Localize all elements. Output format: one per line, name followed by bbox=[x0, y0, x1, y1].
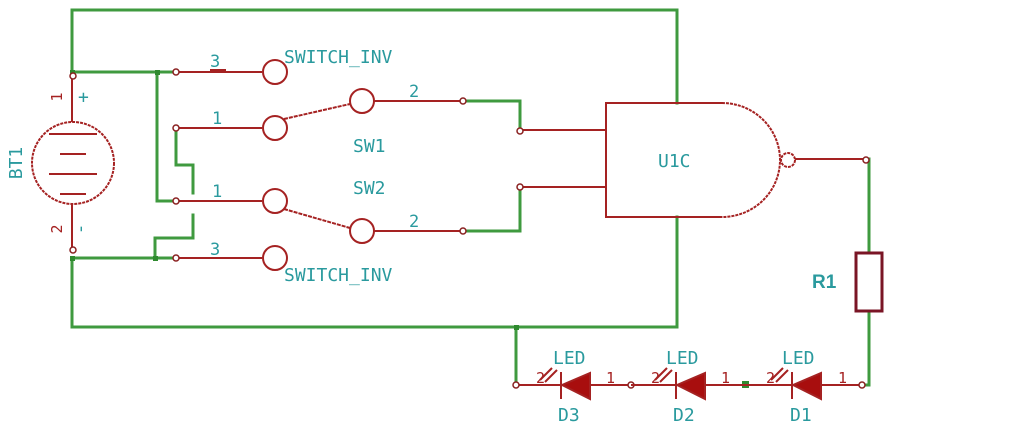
pin-terminal[interactable] bbox=[172, 254, 180, 262]
battery-pin-minus-number: 2 bbox=[48, 224, 66, 233]
led-pin-cathode: 1 bbox=[721, 369, 730, 387]
pin-terminal[interactable] bbox=[512, 381, 520, 389]
gate-inversion-bubble bbox=[780, 152, 796, 168]
wire-sw2-2-gate-b[interactable] bbox=[461, 185, 522, 233]
led-ref-label: D2 bbox=[673, 405, 695, 426]
led-triangle bbox=[559, 371, 591, 401]
sw1-pin2-number: 2 bbox=[409, 82, 419, 102]
sw2-contact-3 bbox=[262, 245, 288, 271]
wire-minus-stub[interactable] bbox=[153, 213, 195, 260]
sw1-value-label: SWITCH_INV bbox=[284, 47, 393, 68]
resistor-r1[interactable]: R1 bbox=[812, 251, 884, 313]
pin-terminal[interactable] bbox=[172, 68, 180, 76]
pin-terminal[interactable] bbox=[459, 97, 467, 105]
sw2-pin2-number: 2 bbox=[409, 212, 419, 232]
pin-terminal[interactable] bbox=[172, 197, 180, 205]
led-d3[interactable]: 2 1 LED D3 bbox=[512, 348, 635, 426]
led-triangle bbox=[674, 371, 706, 401]
led-pin-anode: 2 bbox=[766, 369, 775, 387]
led-value-label: LED bbox=[782, 348, 815, 369]
led-ref-label: D1 bbox=[790, 405, 812, 426]
wire-r1-d1[interactable] bbox=[860, 309, 871, 387]
pin-terminal[interactable] bbox=[459, 227, 467, 235]
sw2-lever bbox=[283, 208, 351, 229]
sw1-pin1-number: 1 bbox=[212, 109, 222, 129]
junction-dot bbox=[70, 256, 75, 261]
sw1-contact-1 bbox=[262, 115, 288, 141]
sw1-contact-common bbox=[349, 88, 375, 114]
wire-bottom-rail[interactable] bbox=[70, 215, 679, 329]
pin-terminal[interactable] bbox=[69, 246, 77, 254]
wire-sw1-1-stub[interactable] bbox=[174, 126, 195, 195]
wire-plus-to-sw2-1[interactable] bbox=[155, 70, 178, 203]
led-value-label: LED bbox=[553, 348, 586, 369]
sw2-value-label: SWITCH_INV bbox=[284, 265, 393, 286]
pin-terminal[interactable] bbox=[172, 124, 180, 132]
led-d2[interactable]: 2 1 LED D2 bbox=[631, 348, 745, 426]
sw1-ref-label: SW1 bbox=[353, 136, 386, 157]
led-pin-cathode: 1 bbox=[838, 369, 847, 387]
led-pin-cathode: 1 bbox=[606, 369, 615, 387]
led-value-label: LED bbox=[666, 348, 699, 369]
wires bbox=[70, 8, 871, 387]
resistor-ref-label: R1 bbox=[812, 272, 837, 293]
sw1-contact-3 bbox=[262, 59, 288, 85]
resistor-body bbox=[854, 251, 884, 313]
sw2-contact-common bbox=[349, 218, 375, 244]
led-ref-label: D3 bbox=[558, 405, 580, 426]
battery-minus-sign: - bbox=[70, 224, 91, 235]
battery-plus-sign: + bbox=[78, 87, 89, 108]
pin-terminal[interactable] bbox=[516, 183, 524, 191]
led-d1[interactable]: 2 1 LED D1 bbox=[745, 348, 866, 426]
wire-top-rail[interactable] bbox=[70, 8, 679, 105]
junction-dot bbox=[514, 325, 519, 330]
wire-sw1-2-gate-a[interactable] bbox=[461, 99, 522, 132]
battery-ref-label: BT1 bbox=[6, 147, 27, 180]
junction-dot bbox=[155, 70, 160, 75]
sw1-lever bbox=[283, 103, 351, 120]
sw1-pin3-number: 3 bbox=[210, 52, 220, 72]
gate-body bbox=[605, 102, 722, 218]
gate-ref-label: U1C bbox=[658, 151, 691, 172]
led-pin-anode: 2 bbox=[651, 369, 660, 387]
sw2-pin3-number: 3 bbox=[210, 240, 220, 260]
switch-sw1[interactable]: 3 1 2 SWITCH_INV SW1 bbox=[172, 47, 467, 157]
battery-bt1[interactable]: 1 2 + - BT1 bbox=[6, 72, 115, 254]
light-emission-icon bbox=[539, 367, 558, 383]
pin-terminal[interactable] bbox=[69, 72, 77, 80]
sw2-contact-1 bbox=[262, 188, 288, 214]
battery-pin-plus-number: 1 bbox=[48, 92, 66, 101]
led-triangle bbox=[790, 371, 822, 401]
pin-terminal[interactable] bbox=[858, 381, 866, 389]
pin-terminal[interactable] bbox=[862, 156, 870, 164]
sw2-ref-label: SW2 bbox=[353, 178, 386, 199]
light-emission-icon bbox=[654, 367, 673, 383]
light-emission-icon bbox=[770, 367, 789, 383]
pin-terminal[interactable] bbox=[516, 127, 524, 135]
nand-gate-u1c[interactable]: U1C bbox=[516, 102, 870, 218]
wire-gate-out-r1[interactable] bbox=[864, 157, 871, 255]
battery-body bbox=[31, 121, 115, 205]
switch-sw2[interactable]: 1 3 2 SW2 SWITCH_INV bbox=[172, 178, 467, 286]
junction-dot bbox=[153, 256, 158, 261]
sw2-pin1-number: 1 bbox=[212, 182, 222, 202]
led-pin-anode: 2 bbox=[536, 369, 545, 387]
gate-arc bbox=[721, 102, 781, 218]
